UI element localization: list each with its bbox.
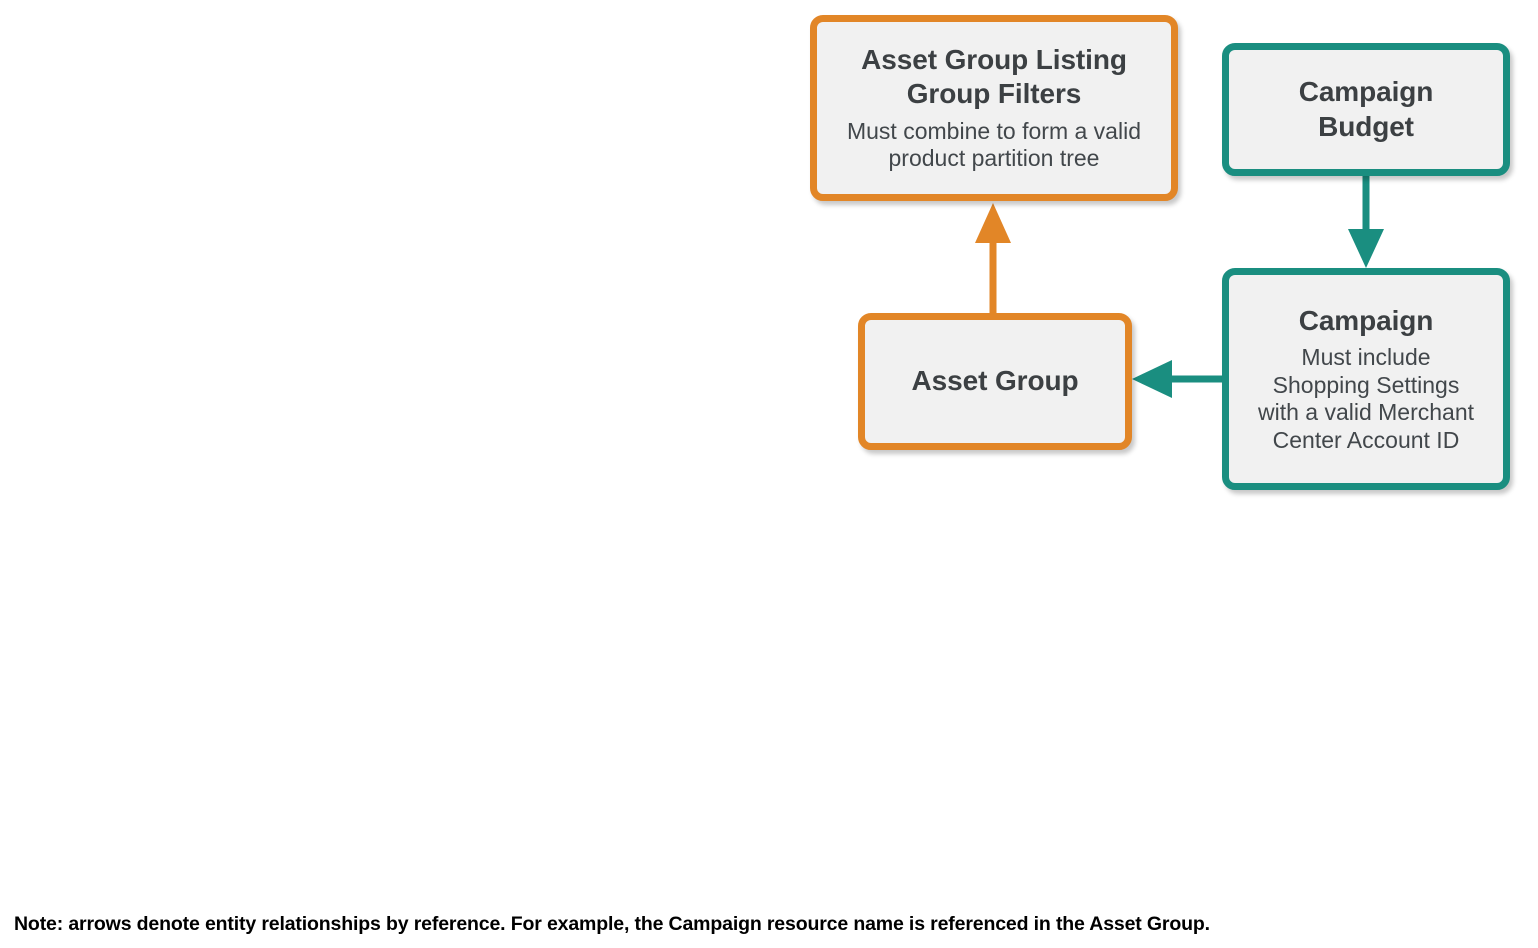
entity-subtitle: Must include Shopping Settings with a va… xyxy=(1257,344,1475,453)
entity-title: Asset Group xyxy=(911,365,1079,397)
entity-title: Campaign Budget xyxy=(1298,76,1434,142)
entity-subtitle: Must combine to form a valid product par… xyxy=(846,117,1141,172)
edge-campaign-to-asset-group xyxy=(1132,360,1222,398)
edge-asset-group-to-filters-arrowhead xyxy=(975,203,1011,243)
edge-budget-to-campaign xyxy=(1348,176,1384,268)
diagram-note: Note: arrows denote entity relationships… xyxy=(14,913,1210,935)
entity-asset-group-listing-group-filters[interactable]: Asset Group Listing Group Filters Must c… xyxy=(810,15,1178,201)
entity-asset-group[interactable]: Asset Group xyxy=(858,313,1132,450)
entity-campaign-budget[interactable]: Campaign Budget xyxy=(1222,43,1510,176)
edge-asset-group-to-filters xyxy=(975,203,1011,313)
edge-budget-to-campaign-arrowhead xyxy=(1348,229,1384,268)
entity-campaign[interactable]: Campaign Must include Shopping Settings … xyxy=(1222,268,1510,490)
entity-title: Campaign xyxy=(1298,304,1434,336)
entity-title: Asset Group Listing Group Filters xyxy=(861,43,1127,110)
edge-campaign-to-asset-group-arrowhead xyxy=(1132,360,1172,398)
